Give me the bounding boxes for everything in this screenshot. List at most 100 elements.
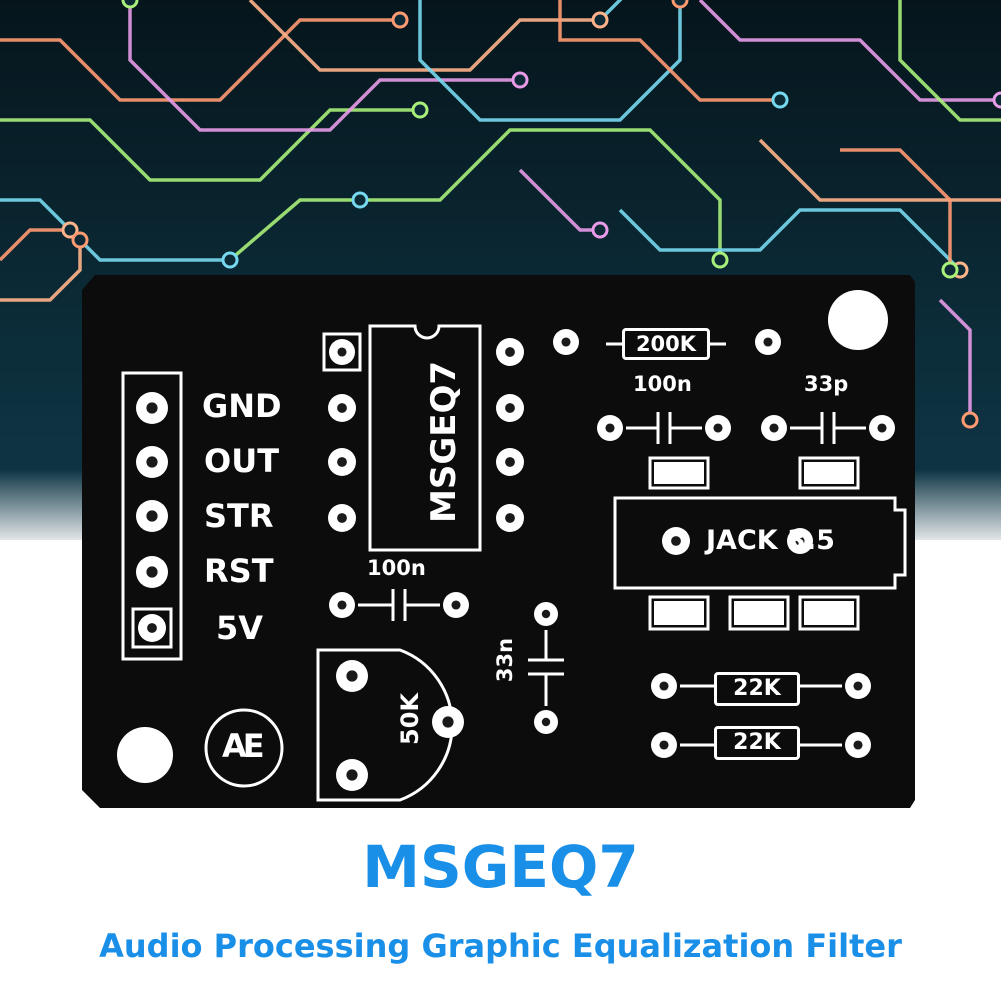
drill-hole — [561, 337, 571, 347]
capacitor-100n-top-label: 100n — [633, 372, 692, 396]
circuit-traces — [0, 0, 1001, 429]
trace-node-dot — [411, 101, 429, 119]
header-silkscreen-outline — [121, 371, 183, 661]
drill-hole — [147, 623, 157, 633]
trace-node-dot — [221, 251, 239, 269]
circuit-trace — [0, 240, 82, 302]
smd-pad — [734, 601, 784, 625]
smd-pad-outline — [648, 595, 710, 631]
circuit-trace — [418, 0, 682, 122]
circuit-trace — [618, 208, 962, 272]
circuit-trace — [938, 298, 972, 420]
smd-pad — [804, 601, 854, 625]
smd-pad-outline — [798, 595, 860, 631]
trace-node-dot — [992, 91, 1001, 109]
product-title: MSGEQ7 — [362, 833, 639, 901]
drill-hole — [877, 423, 887, 433]
smd-pad — [804, 462, 854, 484]
drill-hole — [659, 740, 669, 750]
drill-hole — [505, 513, 515, 523]
product-subtitle: Audio Processing Graphic Equalization Fi… — [99, 927, 902, 965]
circuit-trace — [248, 0, 600, 72]
trace-node-dot — [391, 11, 409, 29]
drill-hole — [853, 740, 863, 750]
capacitor-100n-mid-label: 100n — [367, 556, 426, 580]
drill-hole — [146, 456, 158, 468]
circuit-trace — [0, 108, 420, 182]
pin-label-str: STR — [204, 497, 274, 535]
drill-hole — [346, 769, 358, 781]
circuit-trace — [898, 0, 1001, 122]
pin-label-out: OUT — [204, 442, 280, 480]
ic-chip-outline — [368, 324, 482, 552]
smd-pad — [654, 601, 704, 625]
resistor-200k-label: 200K — [622, 328, 710, 360]
drill-hole — [795, 536, 805, 546]
jack-silkscreen-outline — [613, 496, 907, 590]
jack-label: JACK 3.5 — [706, 525, 835, 556]
drill-hole — [146, 510, 158, 522]
drill-hole — [337, 347, 347, 357]
drill-hole — [671, 536, 681, 546]
ae-logo-circle — [204, 708, 284, 788]
smd-pad-outline — [798, 456, 860, 490]
trace-node-dot — [771, 91, 789, 109]
circuit-trace — [228, 198, 360, 262]
drill-hole — [451, 600, 461, 610]
pin-label-5v: 5V — [216, 609, 264, 647]
drill-hole — [505, 403, 515, 413]
circuit-trace — [0, 228, 70, 262]
smd-pad — [654, 462, 704, 484]
smd-pad-outline — [728, 595, 790, 631]
ae-logo-text: AE — [222, 727, 265, 765]
trace-node-dot — [121, 0, 139, 9]
circuit-trace — [360, 128, 722, 260]
resistor-22k-a-label: 22K — [714, 672, 800, 706]
circuit-trace — [558, 0, 780, 102]
trace-node-dot — [591, 11, 609, 29]
resistor-22k-b-label: 22K — [714, 726, 800, 760]
drill-hole — [541, 609, 551, 619]
trace-node-dot — [671, 0, 689, 9]
drill-hole — [337, 600, 347, 610]
square-pad-outline — [131, 607, 173, 649]
circuit-trace — [598, 0, 623, 22]
mounting-hole-top-right — [828, 290, 888, 350]
mounting-hole-bottom-left — [117, 727, 173, 783]
drill-hole — [659, 681, 669, 691]
potentiometer-50k-label: 50K — [396, 693, 424, 745]
circuit-trace — [840, 148, 952, 270]
drill-hole — [605, 423, 615, 433]
drill-hole — [763, 337, 773, 347]
capacitor-33p-label: 33p — [804, 372, 849, 396]
trace-node-dot — [941, 261, 959, 279]
drill-hole — [505, 457, 515, 467]
drill-hole — [146, 402, 158, 414]
pin-label-rst: RST — [204, 552, 274, 590]
drill-hole — [853, 681, 863, 691]
drill-hole — [505, 347, 515, 357]
circuit-trace — [698, 0, 1001, 102]
drill-hole — [337, 513, 347, 523]
trace-node-dot — [591, 221, 609, 239]
drill-hole — [146, 566, 158, 578]
circuit-trace — [128, 0, 520, 132]
pin-label-gnd: GND — [202, 387, 282, 425]
trace-node-dot — [71, 231, 89, 249]
drill-hole — [442, 716, 454, 728]
trace-node-dot — [351, 191, 369, 209]
trace-node-dot — [711, 251, 729, 269]
drill-hole — [346, 670, 358, 682]
drill-hole — [769, 423, 779, 433]
pcb-board — [82, 275, 915, 808]
square-pad-outline — [322, 332, 362, 372]
drill-hole — [713, 423, 723, 433]
circuit-trace — [758, 138, 1001, 202]
trace-node-dot — [961, 411, 979, 429]
trace-node-dot — [511, 71, 529, 89]
drill-hole — [337, 457, 347, 467]
chip-label: MSGEQ7 — [424, 360, 464, 523]
trace-node-dot — [61, 221, 79, 239]
drill-hole — [541, 717, 551, 727]
